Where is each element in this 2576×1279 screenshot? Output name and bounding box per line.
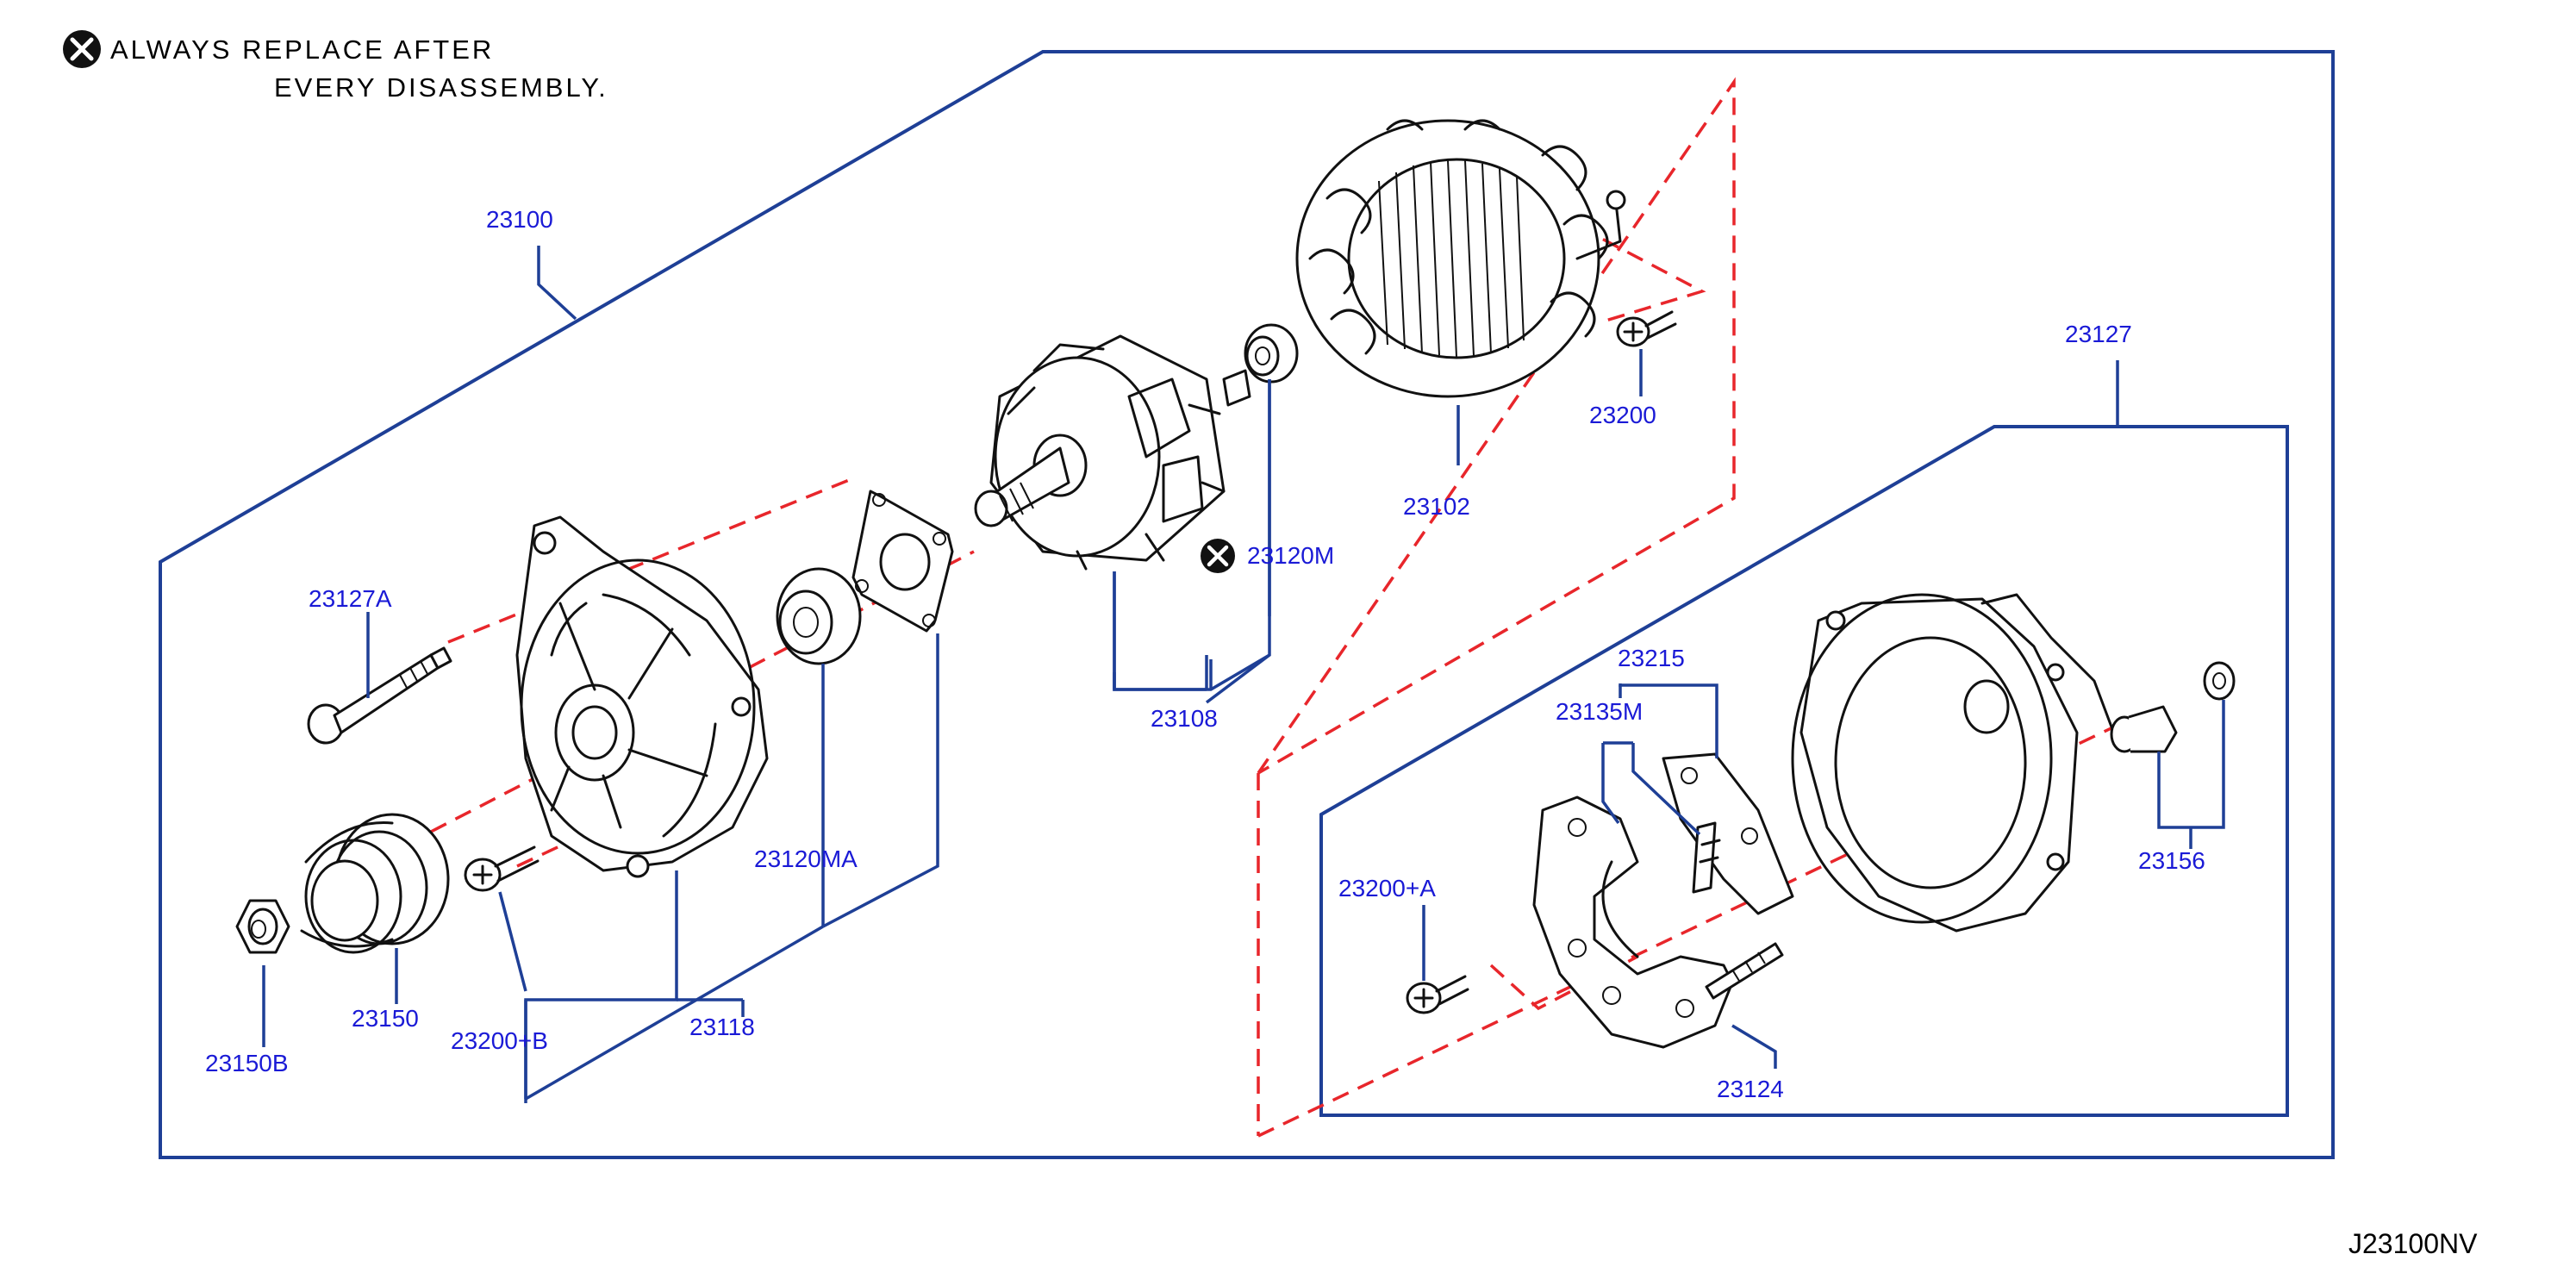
label-23135M[interactable]: 23135M [1556, 698, 1643, 725]
note-line-1: ALWAYS REPLACE AFTER [110, 34, 494, 65]
screw-23200 [1616, 310, 1677, 347]
part-number-labels: 23100 23127 23127A 23102 23200 23120M 23… [205, 206, 2205, 1102]
pulley-nut-23150B [235, 899, 290, 954]
label-23120MA[interactable]: 23120MA [754, 845, 858, 872]
brush-holder-23215 [1662, 752, 1794, 915]
through-bolt-23127A [307, 646, 452, 745]
label-23100[interactable]: 23100 [486, 206, 553, 233]
front-housing-23118 [515, 515, 769, 878]
regulator-23124 [1532, 795, 1784, 1049]
rear-housing [1791, 593, 2122, 933]
label-23200B[interactable]: 23200+B [451, 1027, 548, 1054]
label-23156[interactable]: 23156 [2138, 847, 2205, 874]
bearing-23120MA [776, 567, 862, 665]
label-23120M[interactable]: 23120M [1247, 542, 1334, 569]
label-23215[interactable]: 23215 [1618, 645, 1685, 671]
note-line-2: EVERY DISASSEMBLY. [274, 72, 608, 103]
rotor-23108 [974, 334, 1251, 571]
bearing-23120M [1244, 323, 1299, 384]
diagram-code: J23100NV [2348, 1228, 2478, 1259]
label-23150B[interactable]: 23150B [205, 1050, 289, 1076]
pulley-23150 [300, 813, 450, 954]
terminal-23156 [2110, 661, 2236, 753]
label-23102[interactable]: 23102 [1403, 493, 1470, 520]
label-23200[interactable]: 23200 [1589, 402, 1656, 428]
label-23127[interactable]: 23127 [2065, 321, 2132, 347]
label-23108[interactable]: 23108 [1151, 705, 1218, 732]
label-23200A[interactable]: 23200+A [1338, 875, 1436, 902]
label-23127A[interactable]: 23127A [309, 585, 392, 612]
label-23150[interactable]: 23150 [352, 1005, 419, 1032]
label-23124[interactable]: 23124 [1717, 1076, 1784, 1102]
label-23118[interactable]: 23118 [689, 1014, 755, 1040]
leader-lines [262, 246, 2225, 1103]
retainer-plate [851, 490, 954, 633]
screw-23200A [1406, 975, 1469, 1014]
box-23127 [1319, 425, 2289, 1117]
circle-x-icon [63, 30, 101, 68]
stator-23102 [1295, 119, 1626, 398]
circle-x-icon [1201, 539, 1235, 573]
replace-note: ALWAYS REPLACE AFTER EVERY DISASSEMBLY. [63, 30, 608, 103]
box-23100 [159, 50, 2335, 1159]
screw-23200B [464, 845, 540, 892]
